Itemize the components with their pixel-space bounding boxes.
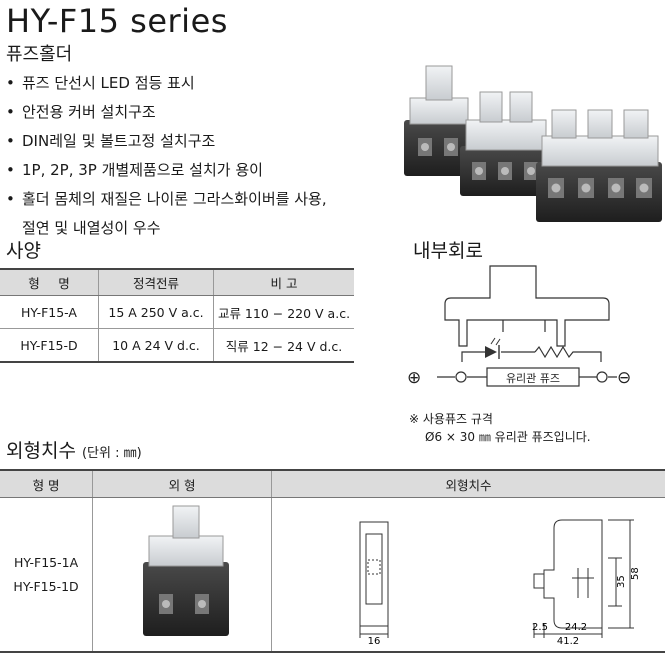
holder-3p-image — [536, 109, 662, 222]
front-view — [359, 521, 389, 638]
col-rating-header: 정격전류 — [98, 268, 214, 296]
glass-fuse-icon — [486, 367, 580, 387]
page-subtitle: 퓨즈홀더 — [6, 44, 73, 65]
dimension-drawing: 16 2.5 24.2 41.2 35 58 — [359, 519, 641, 647]
feature-item: •퓨즈 단선시 LED 점등 표시 — [0, 72, 327, 101]
bullet-icon: • — [6, 103, 15, 121]
side-view — [533, 519, 634, 638]
fuse-spec-note: ※ 사용퓨즈 규격 Ø6 × 30 ㎜ 유리관 퓨즈입니다. — [409, 412, 591, 444]
terminal-right-icon — [596, 371, 608, 383]
holder-2p-image — [460, 91, 550, 196]
model-cell: HY-F15-1A HY-F15-1D — [0, 497, 93, 653]
fuse-label: 유리관 퓨즈 — [506, 372, 560, 385]
dimensions-table: 형 명 외 형 외형치수 HY-F15-1A HY-F15-1D — [0, 469, 665, 653]
bullet-icon: • — [6, 132, 15, 150]
note-cell: 교류 110 − 220 V a.c. — [213, 295, 354, 329]
resistor-icon — [534, 345, 583, 359]
dimensions-heading: 외형치수 (단위 : ㎜) — [6, 440, 142, 462]
rating-cell: 10 A 24 V d.c. — [98, 328, 214, 363]
circuit-diagram: 유리관 퓨즈 ⊕ ⊖ — [407, 265, 631, 388]
feature-list: •퓨즈 단선시 LED 점등 표시 •안전용 커버 설치구조 •DIN레일 및 … — [0, 72, 327, 241]
col-shape-header: 외 형 — [92, 469, 272, 498]
table-row: HY-F15-1A HY-F15-1D — [0, 497, 665, 653]
circuit-heading: 내부회로 — [413, 240, 483, 262]
dim-58-label: 58 — [630, 567, 641, 580]
shape-cell — [92, 497, 272, 653]
col-model-header: 형 명 — [0, 469, 93, 498]
dim-35-label: 35 — [616, 575, 627, 588]
table-row: HY-F15-A 15 A 250 V a.c. 교류 110 − 220 V … — [0, 295, 354, 329]
feature-item-continued: 절연 및 내열성이 우수 — [22, 219, 161, 237]
holder-1p-image — [404, 65, 474, 176]
dim-width-label: 16 — [368, 636, 381, 647]
plus-terminal-icon: ⊕ — [407, 368, 421, 388]
unit-label: (단위 : ㎜) — [81, 446, 142, 461]
product-image-1p — [143, 505, 230, 636]
feature-item: •안전용 커버 설치구조 — [0, 101, 327, 130]
feature-item: •DIN레일 및 볼트고정 설치구조 — [0, 130, 327, 159]
dim-2-5-label: 2.5 — [532, 622, 548, 633]
table-row: HY-F15-D 10 A 24 V d.c. 직류 12 − 24 V d.c… — [0, 328, 354, 363]
feature-item: •홀더 몸체의 재질은 나이론 그라스화이버를 사용, — [0, 188, 327, 217]
terminal-left-icon — [455, 371, 467, 383]
led-icon — [485, 337, 501, 359]
bullet-icon: • — [6, 161, 15, 179]
page-title: HY-F15 series — [6, 2, 228, 40]
minus-terminal-icon: ⊖ — [617, 368, 631, 388]
rating-cell: 15 A 250 V a.c. — [98, 295, 214, 329]
model-cell: HY-F15-A — [0, 295, 99, 329]
col-note-header: 비 고 — [213, 268, 354, 296]
bullet-icon: • — [6, 74, 15, 92]
dim-41-2-label: 41.2 — [557, 636, 579, 647]
product-photo — [404, 65, 662, 222]
bullet-icon: • — [6, 190, 15, 208]
col-dimension-header: 외형치수 — [271, 469, 665, 498]
dim-24-2-label: 24.2 — [565, 622, 587, 633]
feature-item: •1P, 2P, 3P 개별제품으로 설치가 용이 — [0, 159, 327, 188]
spec-heading: 사양 — [6, 240, 41, 262]
note-cell: 직류 12 − 24 V d.c. — [213, 328, 354, 363]
model-cell: HY-F15-D — [0, 328, 99, 363]
dimension-drawing-cell: 16 2.5 24.2 41.2 35 58 — [271, 497, 665, 653]
holder-outline — [444, 265, 610, 347]
